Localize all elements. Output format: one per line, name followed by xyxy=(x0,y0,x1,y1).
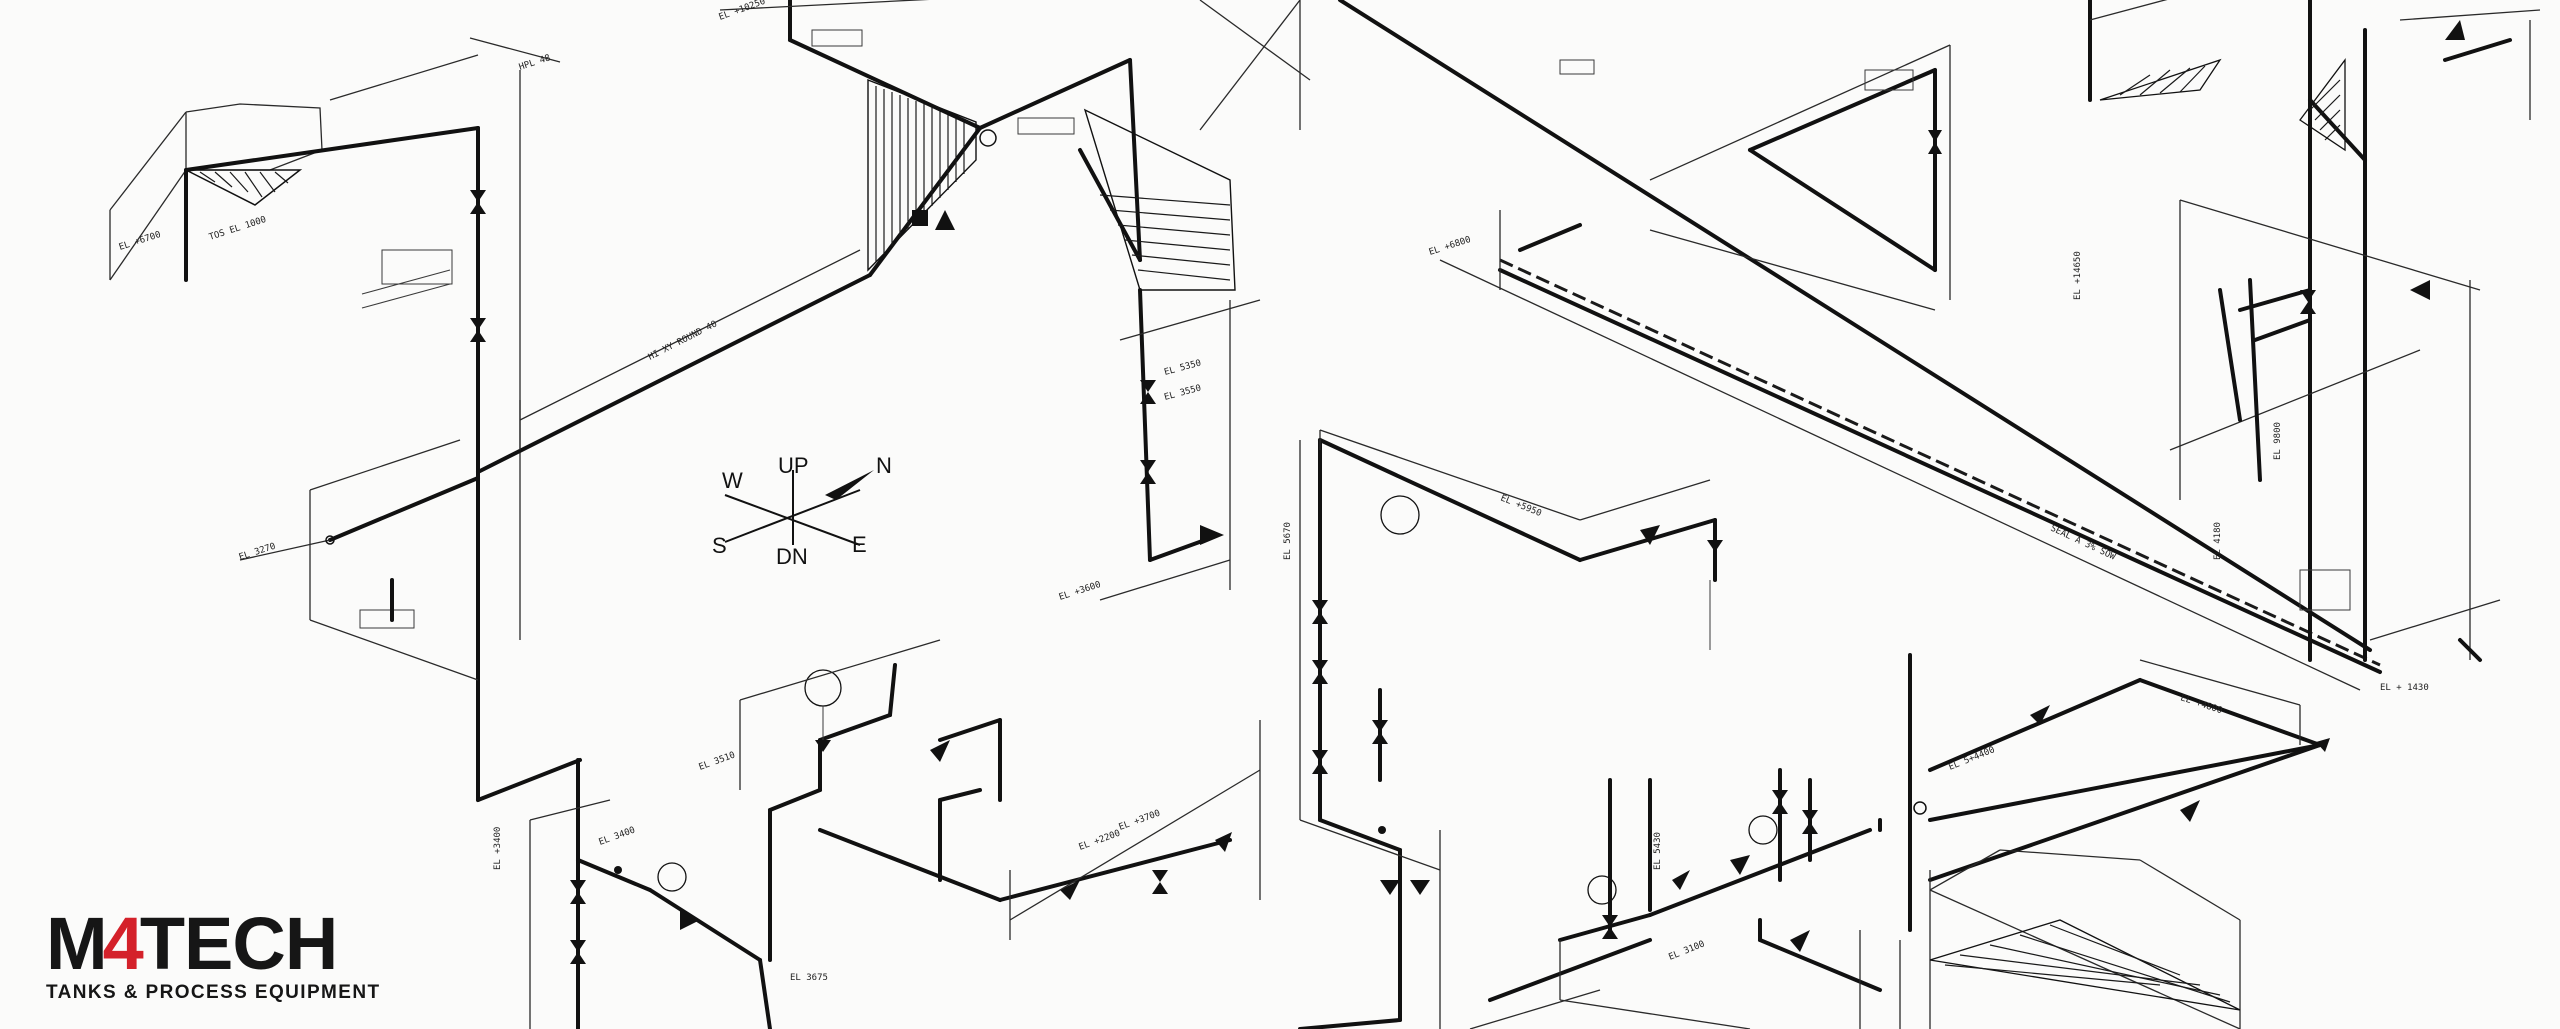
svg-text:EL +3700: EL +3700 xyxy=(1118,809,1162,833)
logo-tagline: TANKS & PROCESS EQUIPMENT xyxy=(46,982,381,1003)
north-arrow-icon xyxy=(825,470,874,500)
svg-text:HPL 48: HPL 48 xyxy=(518,53,552,73)
svg-text:EL 3400: EL 3400 xyxy=(598,825,637,847)
top-right-dense-detail: EL +14650 EL 4180 EL 9800 EL + 1430 xyxy=(2073,0,2541,693)
top-middle-pipe xyxy=(978,0,1311,291)
diagonal-header-pipe: HI XY ROUND 40 xyxy=(476,126,982,474)
compass-north-label: N xyxy=(876,453,892,478)
lower-center-branch: EL 3510 EL +2200 EL +3700 xyxy=(698,639,1261,962)
compass-south-label: S xyxy=(712,533,727,558)
left-riser-assembly: EL +6700 TOS EL 1000 EL 3270 HPL 48 xyxy=(109,37,582,802)
svg-text:EL 3100: EL 3100 xyxy=(1667,939,1706,962)
compass-down-label: DN xyxy=(776,544,808,569)
compass-west-label: W xyxy=(722,468,743,493)
svg-text:EL +2200: EL +2200 xyxy=(1078,829,1122,853)
lower-middle-vertical: EL 5670 EL +5950 xyxy=(1283,429,1723,1029)
logo-letter-m: M xyxy=(46,902,108,986)
svg-text:EL +3400: EL +3400 xyxy=(493,827,503,870)
svg-text:EL 3510: EL 3510 xyxy=(698,750,737,772)
svg-text:EL +6700: EL +6700 xyxy=(118,230,162,253)
lower-right-assembly: EL 5430 EL 3100 xyxy=(1469,768,1901,1029)
logo-digit-4: 4 xyxy=(102,902,144,986)
svg-text:EL 5670: EL 5670 xyxy=(1283,522,1293,560)
top-center-support: EL +10250 xyxy=(718,0,1075,272)
svg-text:EL +10250: EL +10250 xyxy=(718,0,767,23)
logo-letters-tech: TECH xyxy=(139,902,338,986)
svg-text:EL +6800: EL +6800 xyxy=(1428,235,1472,258)
north-arrow-compass: UP DN N S E W xyxy=(712,453,892,569)
svg-text:EL 4180: EL 4180 xyxy=(2213,522,2223,560)
svg-text:EL + 1430: EL + 1430 xyxy=(2380,683,2429,693)
compass-east-label: E xyxy=(852,532,867,557)
svg-text:EL 9800: EL 9800 xyxy=(2273,422,2283,460)
svg-text:EL 3550: EL 3550 xyxy=(1163,383,1202,402)
svg-text:EL +5950: EL +5950 xyxy=(1499,494,1543,520)
svg-text:EL +3600: EL +3600 xyxy=(1058,580,1102,603)
center-vertical-run: EL 5350 EL 3550 EL +3600 xyxy=(1058,288,1261,603)
upper-right-triangle-loop xyxy=(1649,44,1951,311)
svg-text:EL 5430: EL 5430 xyxy=(1653,832,1663,870)
svg-text:EL 3270: EL 3270 xyxy=(238,542,277,563)
svg-text:TOS EL 1000: TOS EL 1000 xyxy=(208,215,268,243)
lower-right-frame: EL 5+4400 EL +4800 xyxy=(1908,653,2330,1029)
lower-left-branch: EL +3400 EL 3400 EL 3675 xyxy=(493,758,828,1029)
svg-text:EL 5350: EL 5350 xyxy=(1163,358,1202,377)
svg-text:EL 3675: EL 3675 xyxy=(790,973,828,983)
svg-text:EL +14650: EL +14650 xyxy=(2073,251,2083,300)
logo-wordmark: M 4 TECH xyxy=(46,902,416,986)
m4tech-logo: M 4 TECH TANKS & PROCESS EQUIPMENT xyxy=(46,902,416,1004)
compass-up-label: UP xyxy=(778,453,809,478)
svg-text:EL +4800: EL +4800 xyxy=(2179,693,2223,716)
